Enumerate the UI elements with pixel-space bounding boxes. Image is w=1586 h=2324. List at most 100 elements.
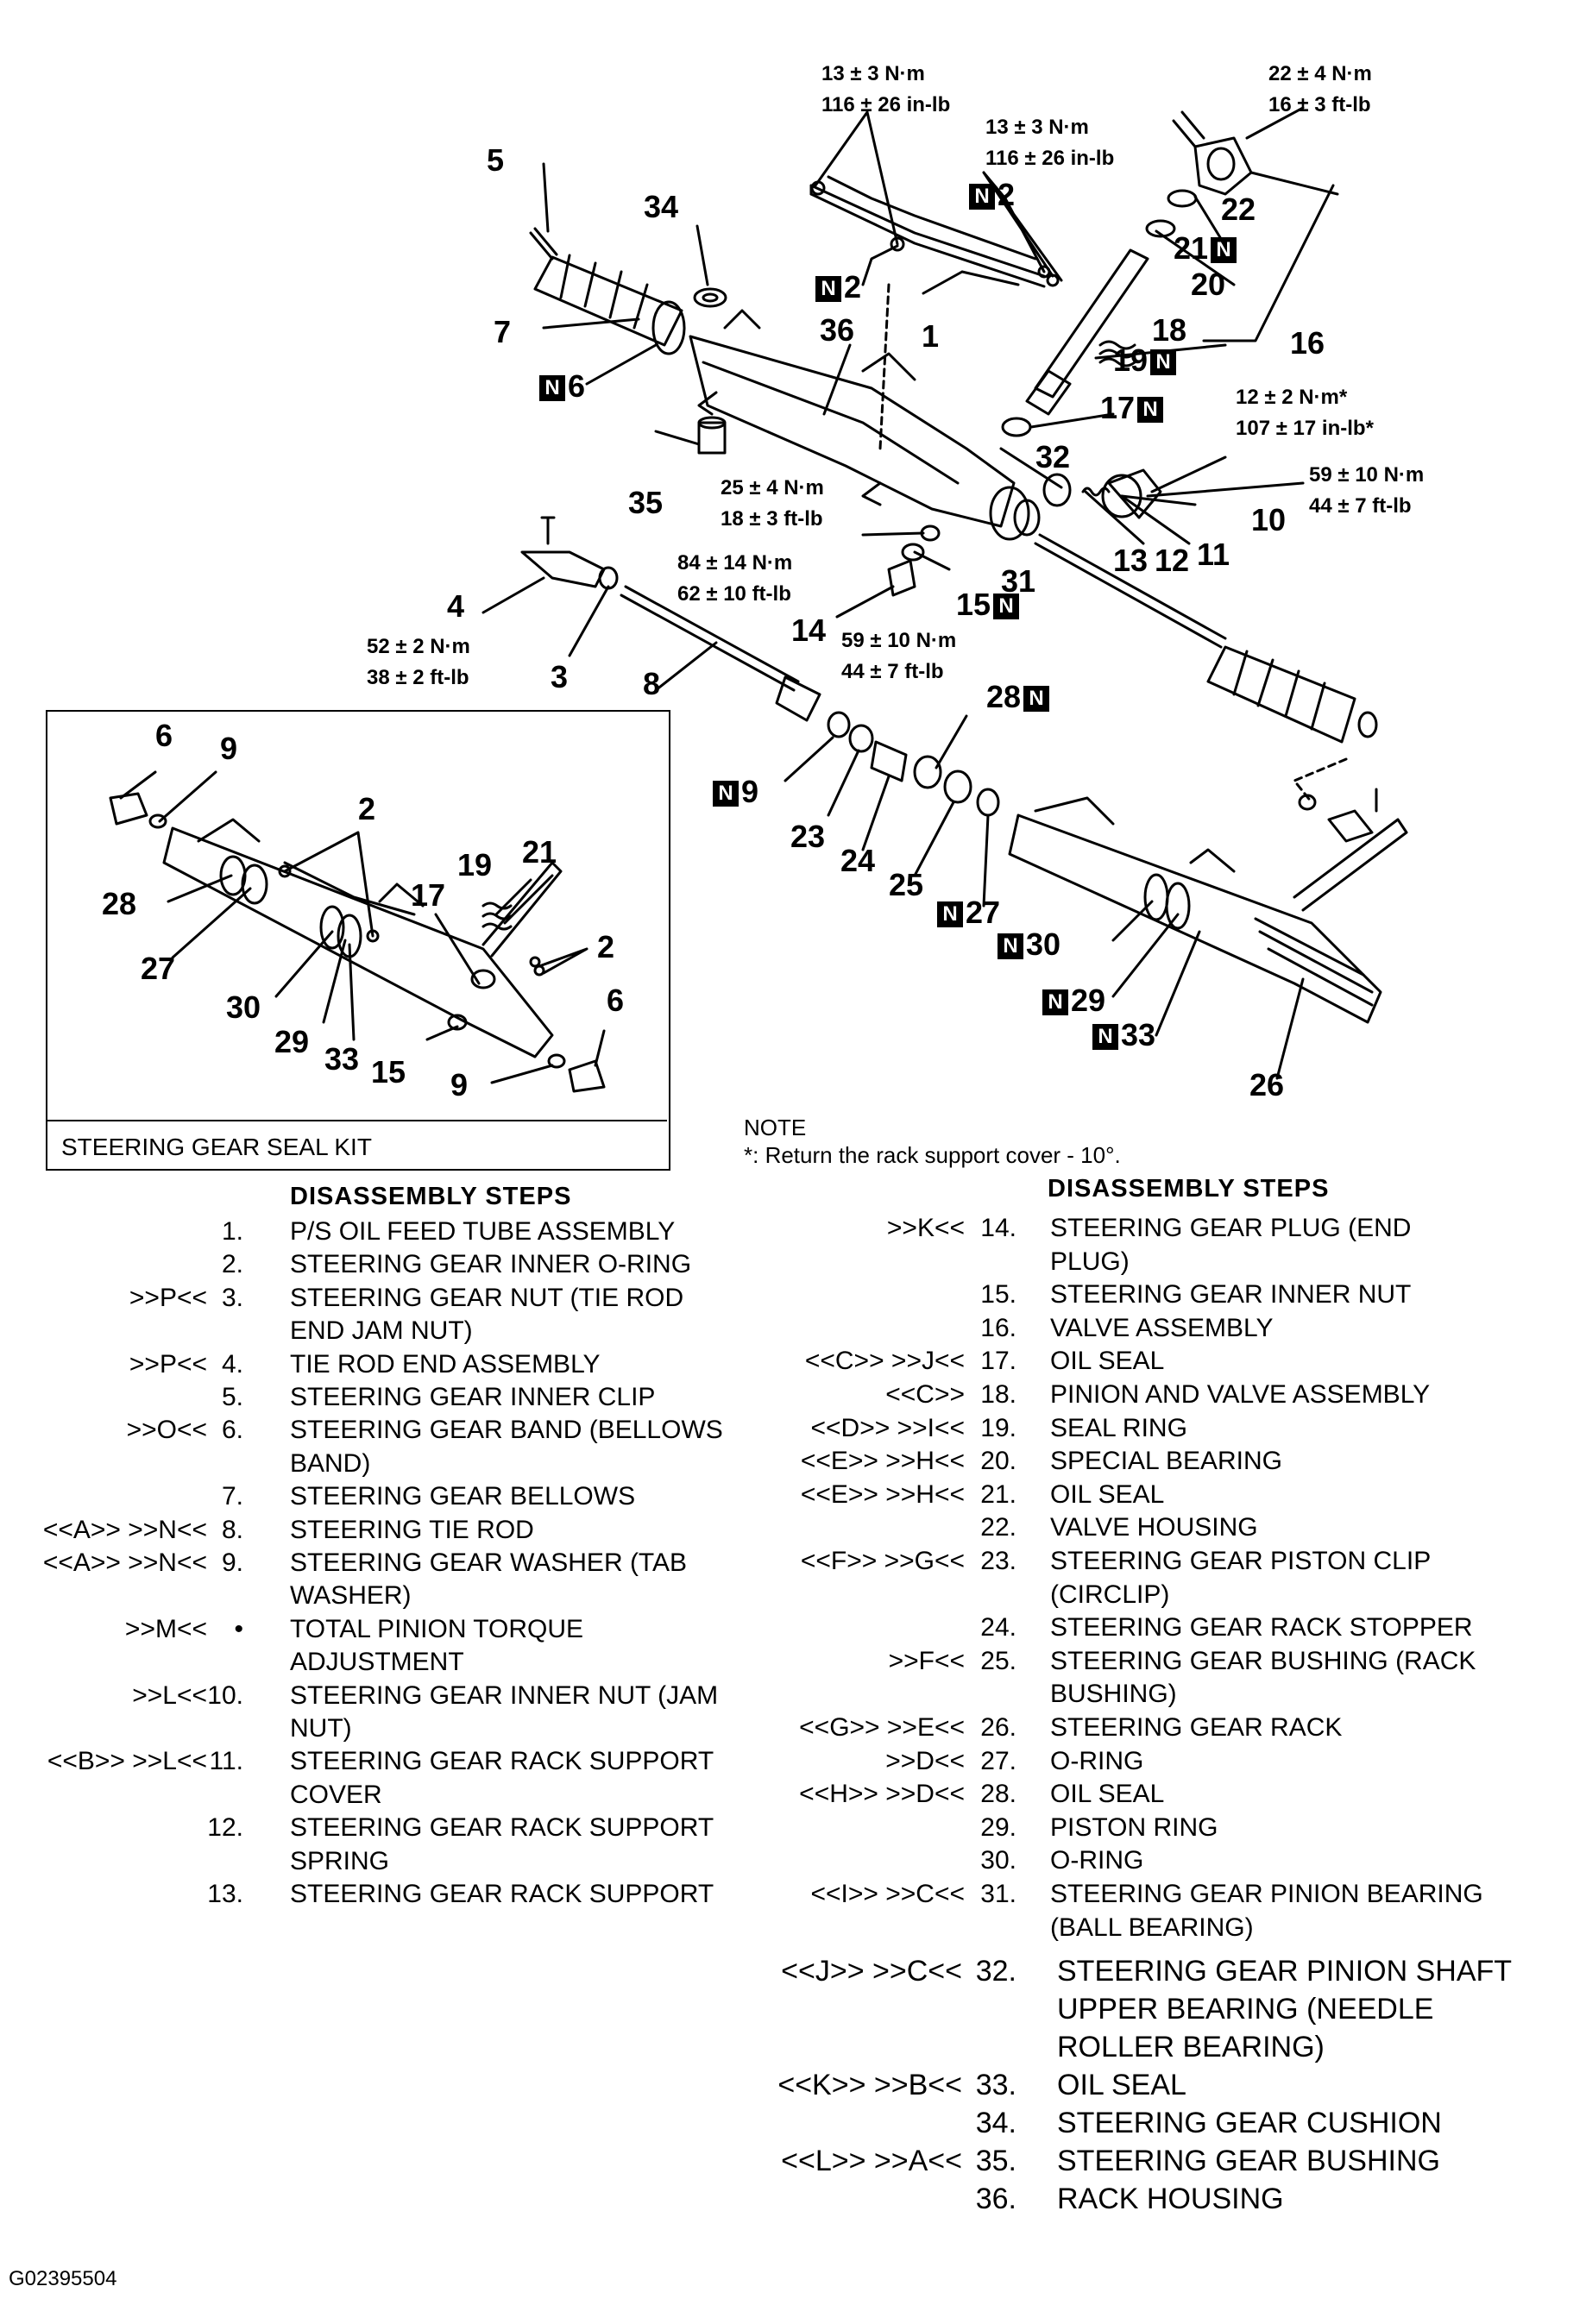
tie-rod-end-left: [520, 550, 606, 588]
step-number: 27.: [980, 1746, 1016, 1775]
callout-k9a: 9: [220, 733, 237, 764]
step-item: >>D<<27.O-RING: [0, 1745, 1586, 1779]
callout-c36: 36: [820, 315, 854, 346]
step-item: 29.PISTON RING: [0, 1812, 1586, 1845]
callout-k6a: 6: [155, 720, 173, 751]
torque-line: 16 ± 3 ft-lb: [1268, 93, 1371, 116]
step-reference: >>K<<: [886, 1214, 965, 1242]
callout-c7: 7: [494, 317, 511, 348]
callout-number: 8: [643, 666, 661, 701]
step-number: •: [234, 1614, 243, 1643]
callout-number: 21: [1174, 230, 1209, 266]
callout-number: 34: [644, 189, 679, 224]
step-number: 10.: [207, 1680, 243, 1710]
new-part-badge: N: [1211, 237, 1237, 264]
callout-number: 36: [820, 312, 855, 348]
callout-number: 9: [450, 1067, 469, 1102]
step-text: O-RING: [1050, 1846, 1144, 1875]
callout-number: 5: [487, 142, 505, 178]
step-text: STEERING GEAR WASHER (TAB: [290, 1548, 688, 1577]
step-number: 6.: [221, 1416, 243, 1445]
new-part-badge: N: [937, 901, 963, 928]
step-text: TIE ROD END ASSEMBLY: [290, 1349, 601, 1379]
torque-line: 22 ± 4 N·m: [1268, 62, 1372, 85]
callout-number: 26: [1249, 1067, 1285, 1102]
step-reference: <<L>> >>A<<: [781, 2145, 962, 2177]
callout-c3: 3: [551, 662, 568, 693]
step-text: O-RING: [1050, 1746, 1144, 1775]
callout-k29: 29: [274, 1027, 309, 1058]
step-text: STEERING GEAR PINION SHAFT: [1057, 1955, 1513, 1988]
step-text: STEERING GEAR CUSHION: [1057, 2107, 1442, 2139]
step-text: VALVE HOUSING: [1050, 1513, 1258, 1542]
steering-gear-illustration: [109, 106, 1408, 1093]
new-part-badge: N: [1150, 349, 1177, 376]
callout-number: 28: [102, 886, 137, 921]
torque-line: 13 ± 3 N·m: [985, 116, 1089, 139]
step-item: <<B>> >>L<<11.STEERING GEAR RACK SUPPORT…: [0, 1745, 1586, 1812]
step-number: 7.: [221, 1482, 243, 1511]
new-part-badge: N: [1023, 686, 1050, 713]
step-text: STEERING GEAR PINION BEARING: [1050, 1880, 1483, 1908]
step-reference: <<A>> >>N<<: [42, 1548, 207, 1577]
callout-k17: 17: [411, 880, 445, 911]
step-item: <<D>> >>I<<19.SEAL RING: [0, 1412, 1586, 1446]
torque-line: 59 ± 10 N·m: [841, 629, 957, 652]
step-reference: >>M<<: [124, 1614, 207, 1643]
step-text: STEERING GEAR INNER NUT: [1050, 1280, 1412, 1310]
callout-number: 11: [1197, 537, 1230, 572]
step-number: 35.: [975, 2145, 1016, 2177]
step-text: RACK HOUSING: [1057, 2183, 1284, 2215]
step-text: SPECIAL BEARING: [1050, 1447, 1282, 1476]
step-item: 30.O-RING: [0, 1844, 1586, 1878]
callout-number: 2: [597, 929, 615, 964]
new-part-badge: N: [815, 276, 841, 303]
step-text: STEERING GEAR INNER NUT (JAM: [290, 1680, 719, 1710]
step-text: END JAM NUT): [290, 1316, 473, 1346]
callout-number: 30: [1026, 926, 1061, 962]
seal-kit-caption-text: STEERING GEAR SEAL KIT: [61, 1134, 372, 1160]
step-number: 3.: [221, 1283, 243, 1312]
step-item: 24.STEERING GEAR RACK STOPPER: [0, 1611, 1586, 1645]
callout-number: 9: [220, 731, 238, 766]
step-text: STEERING GEAR RACK SUPPORT: [290, 1747, 714, 1776]
tie-rod-left: [620, 585, 800, 692]
callout-c22: 22: [1221, 194, 1256, 225]
step-number: 17.: [980, 1347, 1016, 1376]
step-number: 5.: [221, 1383, 243, 1411]
callout-number: 16: [1290, 325, 1325, 361]
new-part-badge: N: [1042, 989, 1068, 1016]
callout-number: 23: [790, 819, 826, 854]
step-reference: <<K>> >>B<<: [777, 2069, 962, 2101]
callout-number: 20: [1191, 267, 1226, 302]
rack-housing: [689, 335, 1016, 528]
callout-number: 27: [966, 895, 1001, 930]
step-text: STEERING GEAR INNER O-RING: [290, 1250, 692, 1279]
step-item: 15.STEERING GEAR INNER NUT: [0, 1278, 1586, 1312]
callout-number: 15: [371, 1054, 406, 1090]
callout-number: 2: [998, 177, 1016, 212]
torque-line: 84 ± 14 N·m: [677, 551, 793, 575]
step-number: 34.: [975, 2107, 1016, 2139]
step-number: 36.: [975, 2183, 1016, 2215]
step-text: STEERING GEAR PISTON CLIP: [1050, 1547, 1432, 1575]
torque-spec-t3: 22 ± 4 N·m 16 ± 3 ft-lb: [1268, 59, 1372, 121]
new-part-badge: N: [713, 781, 739, 807]
callout-c5: 5: [487, 145, 504, 176]
step-number: 14.: [980, 1214, 1016, 1242]
step-text: SPRING: [290, 1846, 390, 1875]
step-number: 21.: [980, 1479, 1016, 1509]
callout-number: 21: [522, 834, 557, 870]
torque-line: 52 ± 2 N·m: [367, 635, 470, 658]
new-part-badge: N: [969, 184, 995, 210]
new-part-badge: N: [993, 594, 1020, 620]
